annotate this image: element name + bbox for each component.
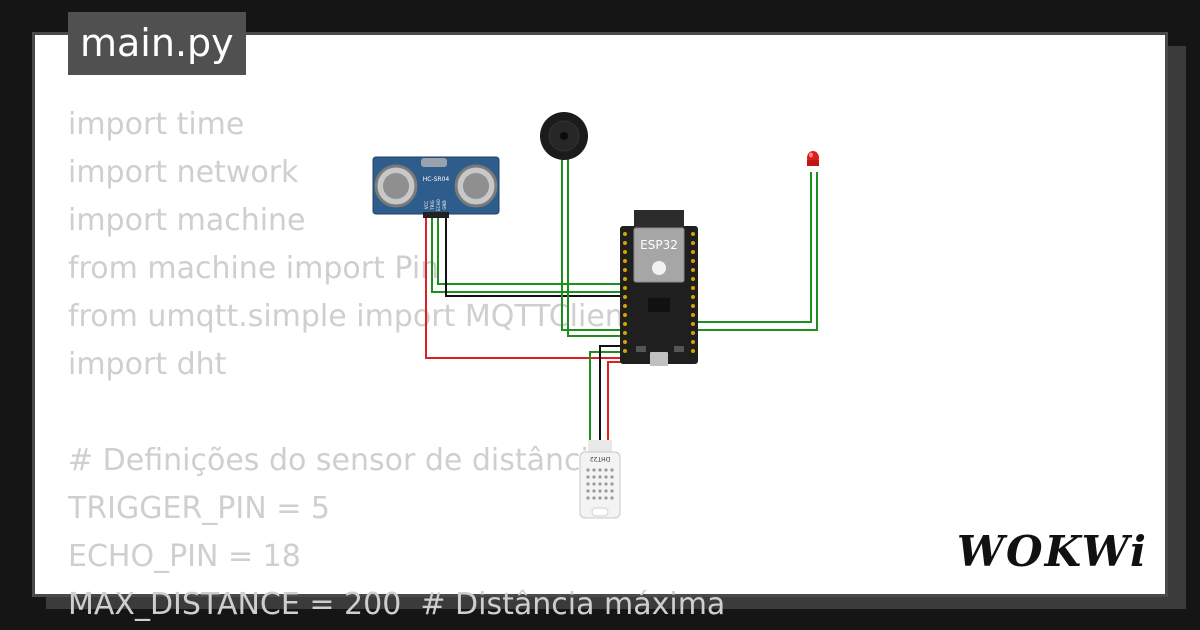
ultrasonic-pin-label: TRIG xyxy=(430,200,435,211)
wire-green xyxy=(561,158,628,331)
espressif-icon xyxy=(652,261,666,275)
left-header-pins xyxy=(623,232,627,353)
ultrasonic-label: HC-SR04 xyxy=(423,176,450,183)
esp32-board[interactable]: ESP32 xyxy=(620,210,698,366)
wires xyxy=(425,158,818,440)
code-line: from umqtt.simple import MQTTClient xyxy=(68,299,636,334)
code-line: MAX_DISTANCE = 200 # Distância máxima xyxy=(68,587,726,622)
dht22-label: DHT22 xyxy=(590,455,611,462)
code-line: TRIGGER_PIN = 5 xyxy=(68,491,330,526)
code-line: import network xyxy=(68,155,299,190)
usb-port xyxy=(650,352,668,366)
ultrasonic-pin-label: GND xyxy=(442,200,447,209)
ultrasonic-pin-label: VCC xyxy=(424,201,429,210)
led[interactable] xyxy=(807,151,819,166)
wire-red xyxy=(607,361,628,440)
code-preview: import time import network import machine f… xyxy=(68,101,725,629)
dht22-grille xyxy=(586,468,614,500)
right-header-pins xyxy=(691,232,695,353)
ultrasonic-pin-label: ECHO xyxy=(436,199,441,210)
esp32-label: ESP32 xyxy=(640,238,678,252)
code-line: from machine import Pin xyxy=(68,251,440,286)
wire-green xyxy=(437,218,628,285)
code-line: import dht xyxy=(68,347,227,382)
dht22-sensor[interactable]: DHT22 xyxy=(579,440,621,519)
wire-black xyxy=(445,218,690,297)
code-line: import time xyxy=(68,107,245,142)
file-tab[interactable]: main.py xyxy=(68,12,246,75)
code-line: ECHO_PIN = 18 xyxy=(68,539,301,574)
wire-green xyxy=(589,351,628,440)
code-line: import machine xyxy=(68,203,306,238)
wokwi-logo: WOKWi xyxy=(957,527,1148,576)
simulation-card: import time import network import machine f… xyxy=(32,32,1168,622)
ultrasonic-sensor[interactable]: HC-SR04 VCC TRIG ECHO GND xyxy=(372,156,500,218)
wire-green xyxy=(690,172,818,331)
code-line: # Definições do sensor de distância xyxy=(68,443,608,478)
buzzer[interactable] xyxy=(540,112,588,160)
wire-black xyxy=(599,345,628,440)
wire-green xyxy=(431,218,628,293)
wire-red xyxy=(425,218,628,359)
